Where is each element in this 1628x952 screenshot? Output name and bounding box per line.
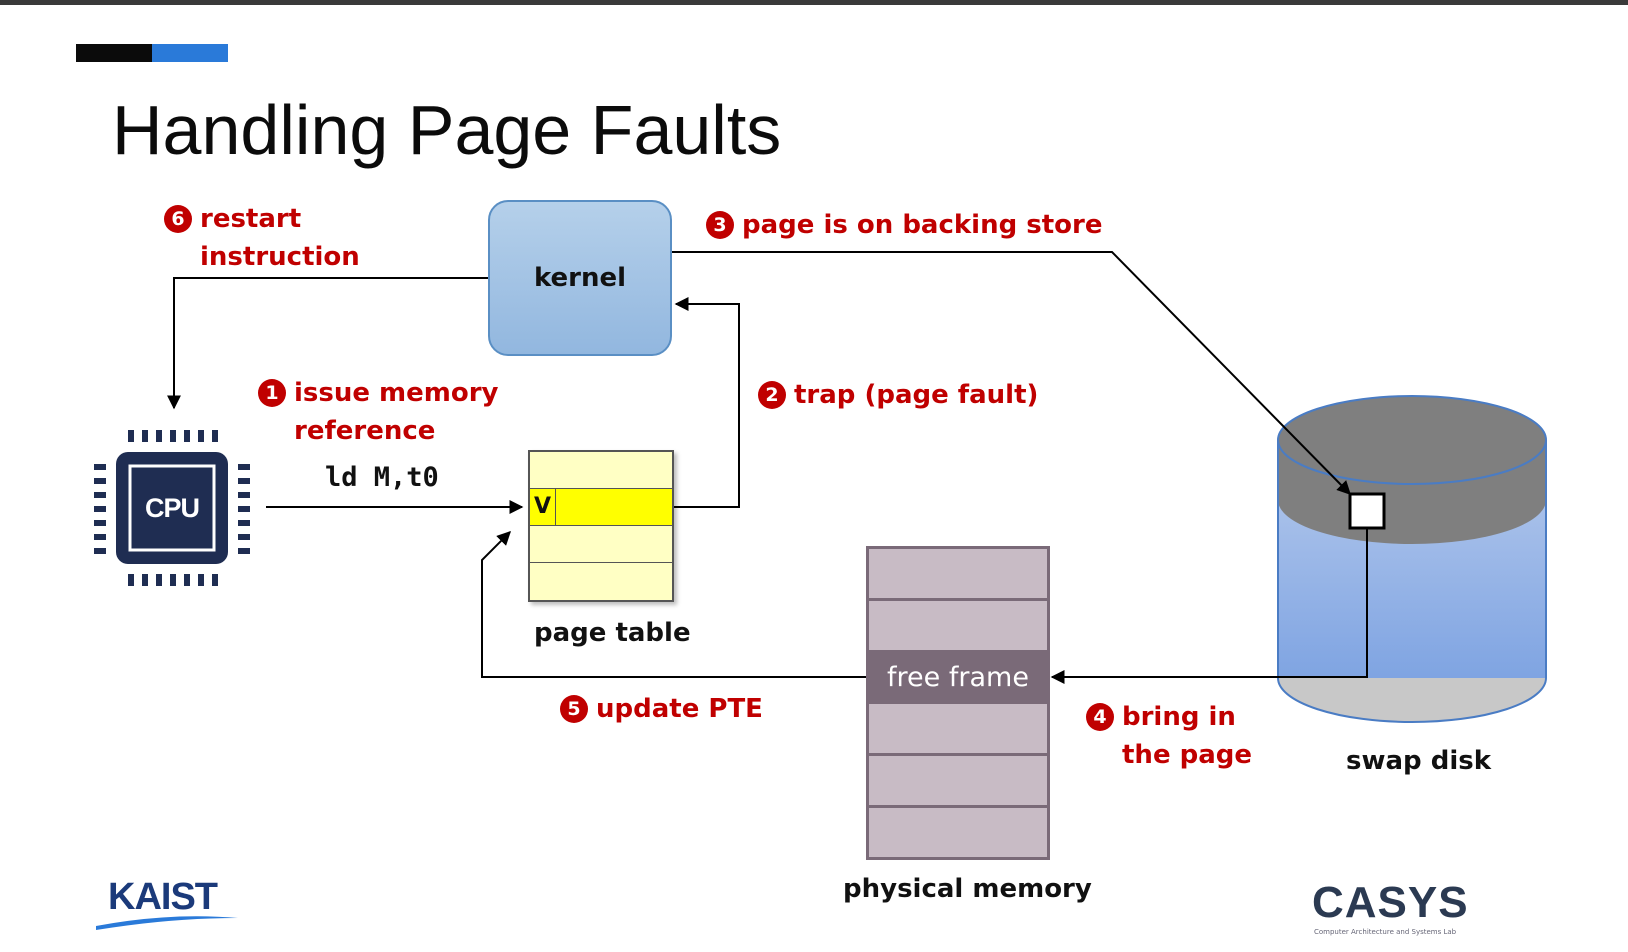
physical-memory-label: physical memory bbox=[843, 874, 1092, 904]
step-3-text: page is on backing store bbox=[742, 210, 1103, 240]
cpu-label: CPU bbox=[144, 493, 200, 523]
cpu-chip-graphic bbox=[94, 430, 250, 586]
kernel-label: kernel bbox=[533, 263, 627, 293]
step-5-label: 5 update PTE bbox=[560, 690, 763, 728]
casys-logo-subtitle: Computer Architecture and Systems Lab bbox=[1314, 928, 1457, 936]
casys-logo: CASYS bbox=[1312, 878, 1469, 927]
swap-disk-label: swap disk bbox=[1346, 746, 1491, 776]
page-table-entry-valid: V bbox=[530, 489, 672, 526]
physical-memory: free frame bbox=[866, 546, 1050, 860]
step-5-number: 5 bbox=[560, 695, 588, 723]
step-4-line-2: the page bbox=[1122, 740, 1253, 770]
valid-bit: V bbox=[530, 489, 556, 525]
memory-frame bbox=[869, 600, 1047, 650]
top-rule bbox=[0, 0, 1628, 5]
arrow-backing-store bbox=[672, 251, 1351, 495]
step-3-number: 3 bbox=[706, 211, 734, 239]
free-frame: free frame bbox=[869, 652, 1047, 702]
step-6-number: 6 bbox=[164, 205, 192, 233]
memory-frame bbox=[869, 808, 1047, 857]
step-1-number: 1 bbox=[258, 379, 286, 407]
arrow-update-pte bbox=[481, 531, 866, 678]
title-accent-black bbox=[76, 44, 152, 62]
page-table-entry bbox=[530, 452, 672, 489]
memory-frame bbox=[869, 756, 1047, 806]
page-table-label: page table bbox=[534, 618, 691, 648]
arrow-bring-in bbox=[1050, 528, 1368, 684]
step-5-text: update PTE bbox=[596, 694, 763, 724]
memory-frame bbox=[869, 704, 1047, 754]
kaist-logo: KAIST bbox=[108, 876, 218, 918]
arrow-trap bbox=[674, 297, 740, 508]
kernel-box: kernel bbox=[488, 200, 672, 356]
page-table: V bbox=[528, 450, 674, 602]
step-2-number: 2 bbox=[758, 381, 786, 409]
cpu-icon: CPU bbox=[92, 428, 252, 588]
step-6-line-2: instruction bbox=[200, 242, 360, 272]
title-accent-blue bbox=[152, 44, 228, 62]
free-frame-label: free frame bbox=[887, 661, 1029, 693]
step-2-text: trap (page fault) bbox=[794, 380, 1039, 410]
memory-frame bbox=[869, 549, 1047, 598]
page-table-entry bbox=[530, 526, 672, 563]
step-2-label: 2 trap (page fault) bbox=[758, 376, 1038, 414]
slide-title: Handling Page Faults bbox=[112, 91, 782, 169]
arrow-restart bbox=[167, 277, 488, 410]
step-3-label: 3 page is on backing store bbox=[706, 206, 1102, 244]
step-4-number: 4 bbox=[1086, 703, 1114, 731]
load-instruction: ld M,t0 bbox=[325, 462, 439, 493]
step-1-line-2: reference bbox=[294, 416, 436, 446]
